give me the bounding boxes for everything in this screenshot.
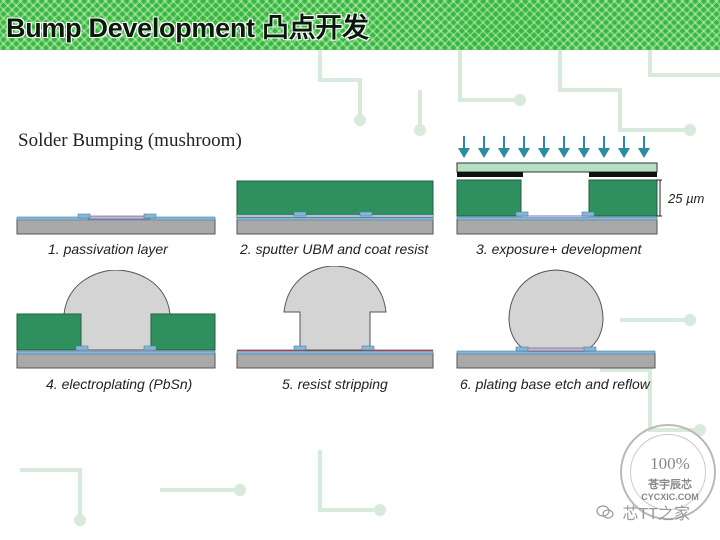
photomask [456, 162, 658, 173]
panel-3-caption: 3. exposure+ development [476, 241, 642, 257]
watermark-text-group: 芯TT之家 [596, 500, 690, 524]
circuit-background [20, 50, 720, 526]
solder-ball [508, 269, 604, 352]
resist-left [456, 179, 522, 217]
substrate [456, 218, 658, 235]
uv-arrow [638, 136, 650, 158]
bond-pad [87, 215, 151, 220]
uv-arrow [558, 136, 570, 158]
mask-chrome-right [589, 172, 657, 177]
uv-arrows [458, 136, 650, 158]
substrate [236, 352, 434, 369]
passivation-bump-right [361, 345, 375, 351]
dimension-marker [656, 179, 662, 217]
watermark-text: 芯TT之家 [622, 506, 691, 523]
uv-arrow [478, 136, 490, 158]
stamp-percent: 100% [650, 454, 690, 473]
wechat-icon [596, 505, 614, 524]
passivation-layer [16, 350, 216, 355]
panel-3-exposure-diagram [456, 136, 662, 235]
dimension-label: 25 µm [668, 191, 705, 206]
uv-arrow [518, 136, 530, 158]
passivation-bump-left [77, 213, 91, 219]
stamp-inner-ring [630, 434, 706, 510]
ubm-pad [521, 347, 591, 352]
passivation-layer [236, 350, 434, 355]
mask-chrome-left [457, 172, 523, 177]
passivation-bump-left [293, 211, 307, 217]
passivation-bump-right [581, 211, 595, 217]
title-banner [0, 0, 720, 50]
passivation-bump-right [143, 345, 157, 351]
panel-4-caption: 4. electroplating (PbSn) [46, 376, 193, 392]
uv-arrow [598, 136, 610, 158]
substrate [236, 218, 434, 235]
panel-4-electroplating-diagram [16, 270, 216, 369]
ubm-layer [457, 215, 657, 217]
panel-2-caption: 2. sputter UBM and coat resist [240, 241, 429, 257]
uv-arrow [498, 136, 510, 158]
panel-6-reflow-diagram [456, 269, 656, 369]
solder-mushroom [283, 266, 387, 351]
passivation-bump-right [143, 213, 157, 219]
passivation-bump-left [515, 346, 529, 352]
uv-arrow [618, 136, 630, 158]
diagram-subtitle: Solder Bumping (mushroom) [18, 130, 242, 151]
panel-5-stripping-diagram [236, 266, 434, 369]
uv-arrow [538, 136, 550, 158]
substrate [456, 352, 656, 369]
panel-2-sputter-diagram [236, 180, 434, 235]
passivation-bump-left [515, 211, 529, 217]
passivation-bump-left [75, 345, 89, 351]
passivation-bump-left [293, 345, 307, 351]
passivation-layer [456, 216, 658, 221]
slide-title: Bump Development 凸点开发 [6, 13, 369, 43]
stamp-text: 苍宇辰芯 [648, 479, 692, 491]
uv-arrow [458, 136, 470, 158]
resist-right [588, 179, 658, 217]
resist-right [150, 313, 216, 351]
panel-1-caption: 1. passivation layer [48, 241, 168, 257]
solder-bump [63, 270, 171, 351]
panel-1-passivation-diagram [16, 213, 216, 235]
ubm-layer [237, 215, 433, 217]
passivation-bump-right [359, 211, 373, 217]
substrate [16, 352, 216, 369]
watermark-stamp: 100% 苍宇辰芯 CYCXIC.COM [620, 424, 716, 520]
substrate [16, 218, 216, 235]
stamp-url: CYCXIC.COM [641, 492, 699, 502]
resist-left [16, 313, 82, 351]
resist-layer [236, 180, 434, 218]
panel-6-caption: 6. plating base etch and reflow [460, 376, 650, 392]
uv-arrow [578, 136, 590, 158]
passivation-bump-right [583, 346, 597, 352]
panel-5-caption: 5. resist stripping [282, 376, 388, 392]
